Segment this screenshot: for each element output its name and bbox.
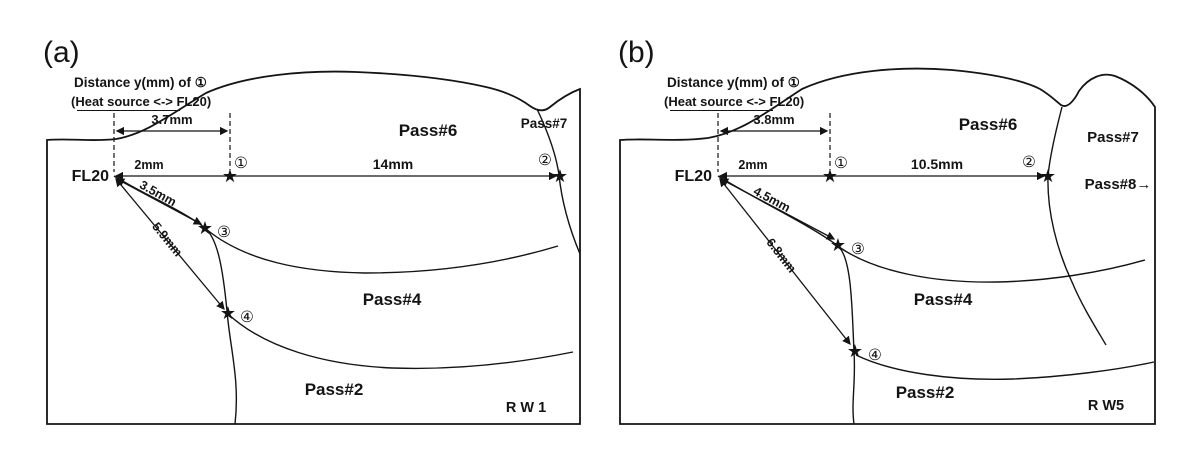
circled-marker-4: ④ <box>868 347 882 364</box>
pass6-label: Pass#6 <box>959 115 1018 134</box>
pass4-label: Pass#4 <box>363 290 422 309</box>
dist-fl-m4-label: 6.8mm <box>763 236 798 276</box>
weld-macro-outline <box>46 70 581 425</box>
pass4-pass2-boundary <box>227 313 574 370</box>
star-marker-2: ★ <box>1040 166 1056 186</box>
pass7-boundary <box>1047 106 1107 346</box>
fusion-line <box>113 175 238 425</box>
star-marker-4: ★ <box>847 341 863 361</box>
circled-marker-4: ④ <box>240 309 254 326</box>
distance-arrow-m4 <box>719 178 851 345</box>
pass6-pass4-boundary <box>838 246 1146 283</box>
star-marker-1: ★ <box>222 166 238 186</box>
dist-fl-m4-label: 5.9mm <box>149 220 185 260</box>
pass7-boundary <box>536 108 581 255</box>
dist-m1-m2-label: 10.5mm <box>911 156 963 172</box>
panel-b: (b) Distance y(mm) of ① (Heat source <->… <box>618 36 1156 425</box>
circled-marker-1: ① <box>834 155 848 172</box>
weld-macro-outline <box>619 67 1156 425</box>
specimen-label: R W 1 <box>506 400 546 416</box>
star-marker-4: ★ <box>220 303 236 323</box>
circled-marker-2: ② <box>1022 154 1036 171</box>
fl20-label: FL20 <box>72 168 109 185</box>
star-marker-3: ★ <box>197 218 213 238</box>
circled-marker-1: ① <box>234 155 248 172</box>
circled-marker-3: ③ <box>217 224 231 241</box>
measurement-heading-line2: (Heat source <-> FL20) <box>71 94 211 109</box>
panel-letter: (a) <box>43 36 80 69</box>
dist-fl-m1-label: 2mm <box>738 158 767 172</box>
pass6-pass4-boundary <box>205 228 559 274</box>
pass4-pass2-boundary <box>855 354 1155 380</box>
star-marker-2: ★ <box>552 166 568 186</box>
fl20-label: FL20 <box>675 168 712 185</box>
measurement-heading-line1: Distance y(mm) of ① <box>74 75 207 90</box>
pass4-label: Pass#4 <box>914 290 973 309</box>
pass6-label: Pass#6 <box>399 121 458 140</box>
dist-m1-m2-label: 14mm <box>373 156 413 172</box>
pass7-label: Pass#7 <box>521 116 568 131</box>
dist-fl-m3-label: 4.5mm <box>751 184 793 215</box>
pass2-label: Pass#2 <box>305 380 364 399</box>
dist-fl-m1-label: 2mm <box>134 158 163 172</box>
measurement-heading-line2: (Heat source <-> FL20) <box>664 94 804 109</box>
panel-a: (a) Distance y(mm) of ① (Heat source <->… <box>43 36 581 425</box>
circled-marker-2: ② <box>538 152 552 169</box>
measurement-heading-line1: Distance y(mm) of ① <box>667 75 800 90</box>
panel-letter: (b) <box>618 36 655 69</box>
star-marker-1: ★ <box>822 166 838 186</box>
star-marker-3: ★ <box>830 235 846 255</box>
pass2-label: Pass#2 <box>896 383 955 402</box>
distance-arrow-m4 <box>115 178 225 310</box>
pass8-label: Pass#8→ <box>1085 176 1152 193</box>
offset-distance-label: 3.7mm <box>151 112 192 127</box>
circled-marker-3: ③ <box>851 241 865 258</box>
pass7-label: Pass#7 <box>1087 129 1139 146</box>
specimen-label: R W5 <box>1088 398 1124 414</box>
offset-distance-label: 3.8mm <box>753 112 794 127</box>
